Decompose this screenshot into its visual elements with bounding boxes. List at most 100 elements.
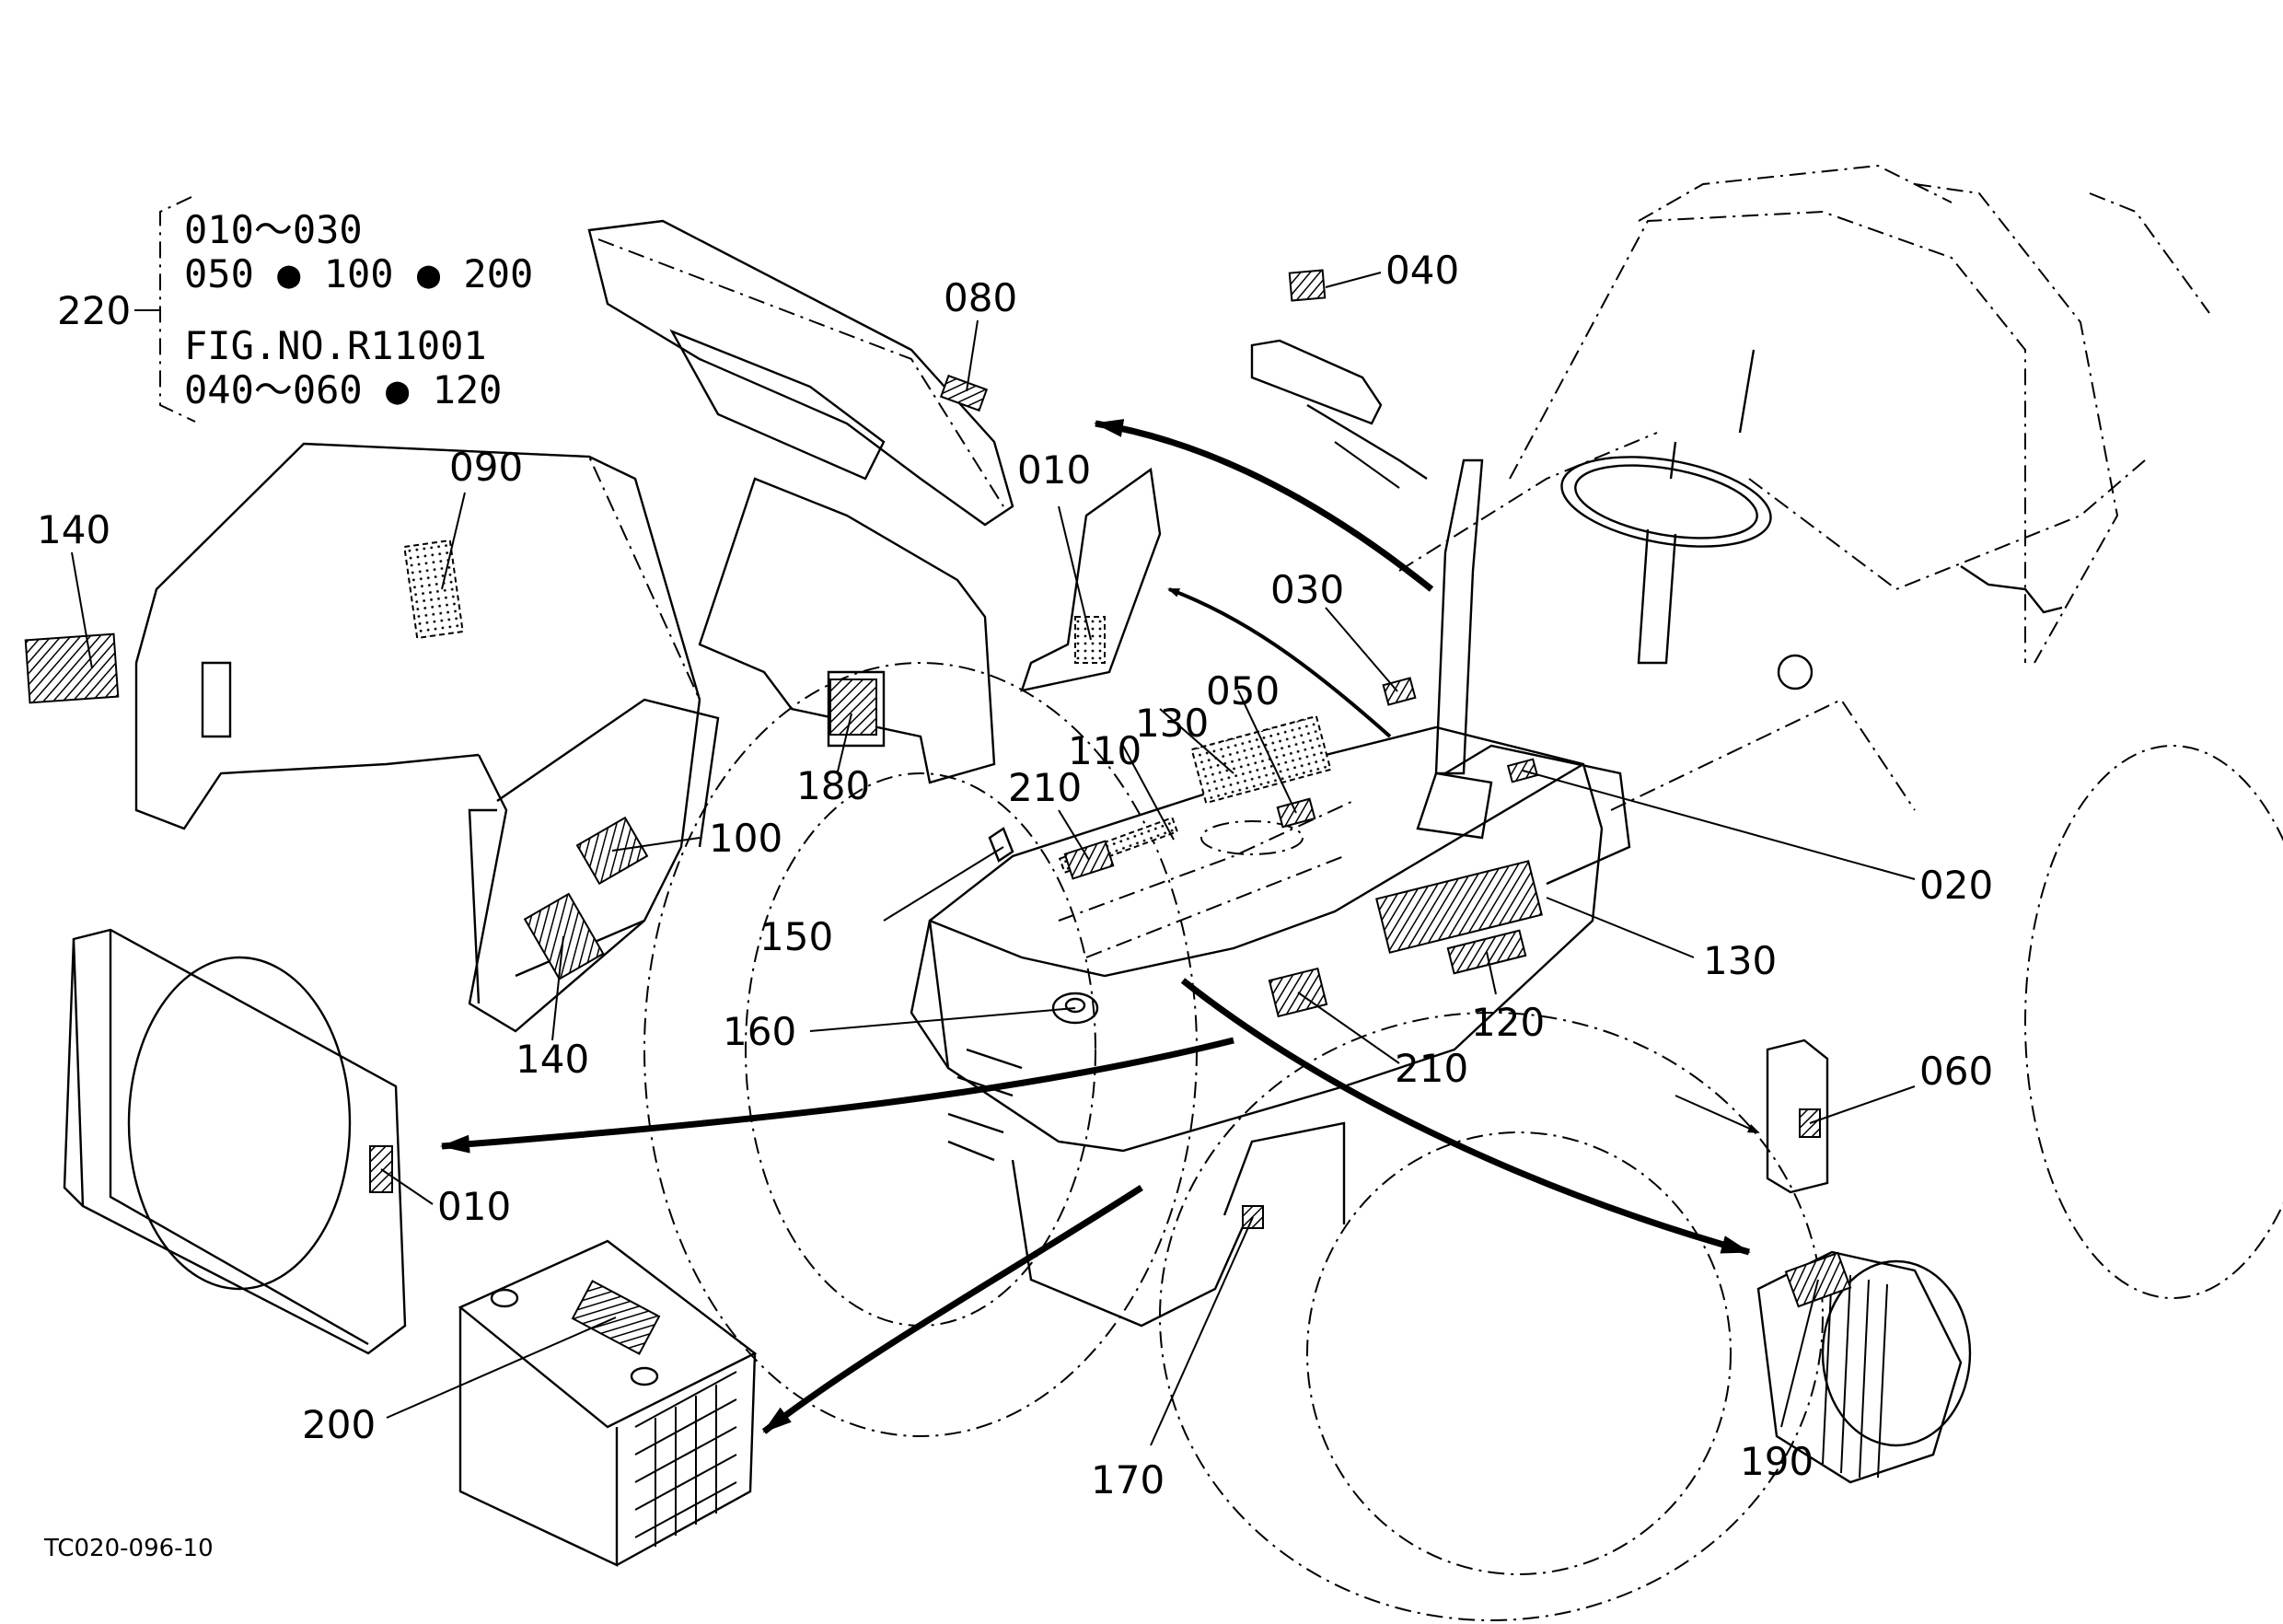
callout-010-upper: 010 bbox=[1017, 447, 1091, 493]
arrow-to-battery bbox=[761, 1185, 1143, 1434]
callout-020: 020 bbox=[1919, 863, 1993, 908]
cab-outline bbox=[1509, 210, 2026, 663]
shift-lever bbox=[1434, 458, 1484, 775]
grille-slots bbox=[947, 1048, 1023, 1162]
grille-slot bbox=[201, 661, 232, 738]
hood-hidden-lines bbox=[1058, 800, 1354, 958]
callout-050: 050 bbox=[1206, 668, 1280, 713]
callout-010-lower: 010 bbox=[437, 1184, 511, 1229]
callout-190: 190 bbox=[1740, 1439, 1814, 1484]
fender-post bbox=[1766, 1038, 1829, 1194]
right-wheel-outline bbox=[2024, 745, 2283, 1299]
callout-100: 100 bbox=[709, 816, 782, 861]
air-cleaner-ribs bbox=[1822, 1270, 1888, 1479]
lever-arrow bbox=[1334, 441, 1400, 489]
front-wheel-inner bbox=[745, 772, 1096, 1327]
shroud-inner-edge bbox=[109, 930, 369, 1346]
grille-end-plate bbox=[496, 698, 720, 848]
callout-210-top: 210 bbox=[1008, 765, 1082, 810]
legend-line-3: FIG.NO.R11001 bbox=[184, 323, 487, 368]
cover-outline bbox=[587, 219, 1014, 527]
plug-150 bbox=[988, 827, 1014, 863]
hood-side-panel bbox=[1223, 1121, 1346, 1224]
shroud-fan-opening bbox=[127, 956, 352, 1291]
arrow-to-cover bbox=[1094, 419, 1434, 592]
legend-line-2: 050 ● 100 ● 200 bbox=[184, 251, 533, 296]
callout-090: 090 bbox=[449, 445, 523, 490]
floor-outline bbox=[1748, 459, 2146, 591]
shift-boot bbox=[1416, 771, 1493, 840]
callout-130-side: 130 bbox=[1703, 938, 1777, 983]
dash-bracket bbox=[698, 477, 996, 784]
callout-170: 170 bbox=[1091, 1457, 1165, 1502]
callout-200: 200 bbox=[302, 1402, 376, 1447]
hood-body bbox=[910, 458, 1631, 1328]
radiator-shroud bbox=[63, 928, 407, 1355]
callout-210-side: 210 bbox=[1395, 1046, 1468, 1091]
post-outline bbox=[1766, 1038, 1829, 1194]
steering-wheel-inner bbox=[1574, 464, 1758, 539]
rear-wheel-inner bbox=[1306, 1131, 1732, 1575]
lever-rod bbox=[1306, 403, 1428, 480]
front-grille-assembly bbox=[24, 442, 720, 1033]
decal-040 bbox=[1288, 269, 1327, 302]
hood-cap-hidden bbox=[1200, 820, 1304, 855]
bracket-outline bbox=[698, 477, 996, 784]
callout-080: 080 bbox=[944, 275, 1017, 320]
callout-120: 120 bbox=[1471, 1000, 1545, 1045]
hood-lower bbox=[1011, 1159, 1254, 1328]
rear-wheel-outline bbox=[1159, 1012, 1824, 1621]
hood-top-edge bbox=[929, 762, 1584, 978]
steering-column bbox=[1637, 528, 1677, 665]
callout-160: 160 bbox=[723, 1009, 796, 1054]
steering-wheel bbox=[1560, 456, 1772, 548]
side-plate bbox=[1020, 467, 1162, 692]
lever-outline bbox=[1669, 349, 1756, 480]
callout-140-lower: 140 bbox=[516, 1037, 589, 1082]
grille-louver-frame bbox=[468, 808, 497, 1004]
leader-lines bbox=[71, 272, 1916, 1446]
decal-130-side bbox=[1375, 860, 1543, 954]
knob bbox=[1777, 654, 1814, 690]
fuel-cap bbox=[1051, 992, 1099, 1025]
decal-030 bbox=[1382, 677, 1417, 706]
grille-frame bbox=[134, 442, 701, 978]
callout-180: 180 bbox=[796, 763, 870, 808]
decal-090 bbox=[403, 539, 464, 640]
cab-top bbox=[1638, 164, 1953, 222]
cover-dash bbox=[597, 238, 1004, 507]
arrow-to-shroud bbox=[440, 1037, 1234, 1154]
lever-assembly bbox=[1250, 269, 1428, 480]
battery-cell-grid bbox=[634, 1371, 737, 1547]
callouts: 040 080 090 010 140 030 050 130 110 210 … bbox=[37, 248, 1993, 1502]
air-cleaner-cap bbox=[1821, 1259, 1972, 1447]
callout-060: 060 bbox=[1919, 1049, 1993, 1094]
battery bbox=[458, 1239, 758, 1567]
callout-030: 030 bbox=[1270, 567, 1344, 612]
fuel-cap-center bbox=[1064, 997, 1086, 1014]
decal-180 bbox=[829, 679, 877, 736]
callout-130-top: 130 bbox=[1135, 701, 1209, 746]
rops-frame bbox=[2089, 192, 2210, 314]
arrow-to-side-plate bbox=[1167, 587, 1392, 738]
callout-140-left: 140 bbox=[37, 507, 110, 552]
battery-terminal-left bbox=[490, 1288, 519, 1308]
bracket-window bbox=[827, 670, 886, 748]
decal-080 bbox=[939, 374, 989, 412]
lever-grip bbox=[1250, 339, 1383, 425]
side-plate-outline bbox=[1020, 467, 1162, 692]
callout-110: 110 bbox=[1068, 728, 1142, 773]
legend-ref-label: 220 bbox=[57, 288, 131, 333]
arrow-to-post bbox=[1675, 1095, 1760, 1133]
instrument-cover bbox=[587, 219, 1014, 527]
grille-left-side bbox=[134, 663, 480, 830]
step-outline bbox=[1610, 698, 1916, 811]
callout-150: 150 bbox=[759, 914, 833, 959]
tractor-silhouette bbox=[643, 164, 2283, 1621]
dash-outline bbox=[1398, 432, 1658, 572]
legend-line-4: 040～060 ● 120 bbox=[184, 367, 502, 412]
grille-top-dash bbox=[135, 442, 701, 701]
cover-inner bbox=[669, 329, 886, 481]
callout-040: 040 bbox=[1385, 248, 1459, 293]
arrows bbox=[440, 419, 1760, 1434]
